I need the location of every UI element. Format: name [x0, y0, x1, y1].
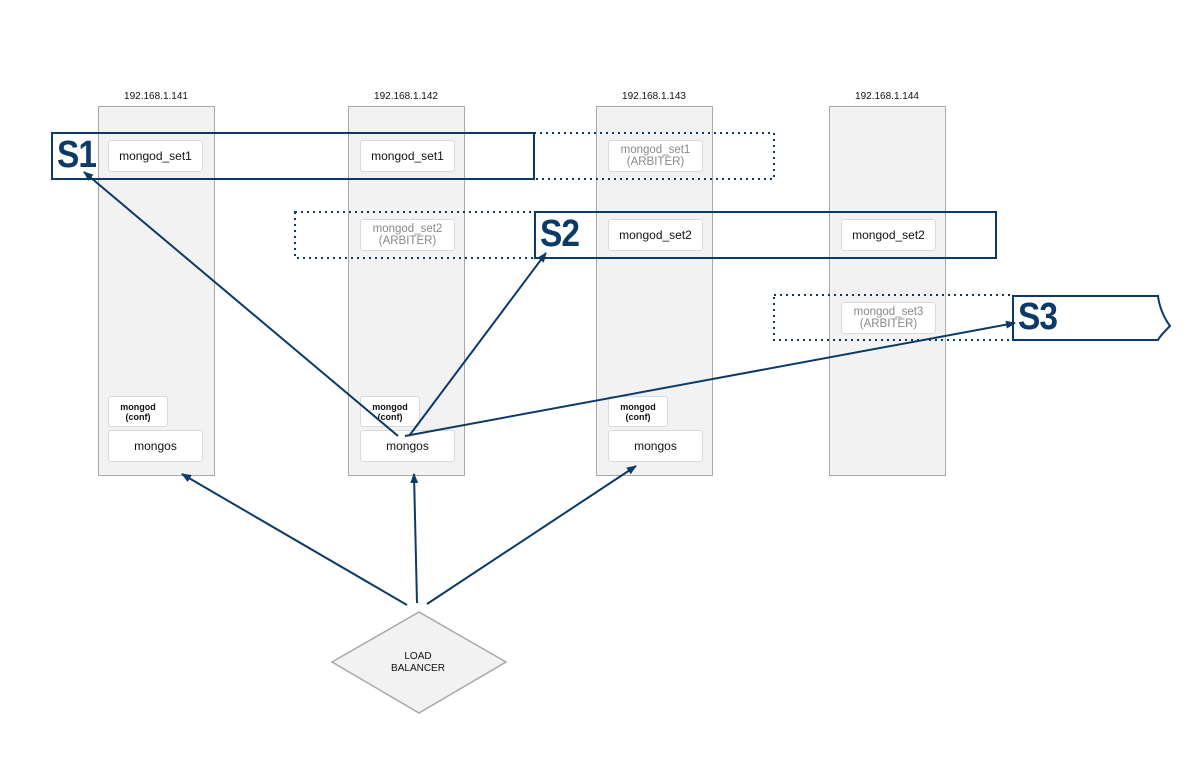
server-ip-141: 192.168.1.141 — [124, 91, 188, 102]
mongod-set2-144: mongod_set2 — [841, 219, 936, 251]
shard-label-s2: S2 — [540, 213, 580, 255]
arrow-lb-to-mongos-143 — [426, 465, 637, 605]
server-ip-142: 192.168.1.142 — [374, 91, 438, 102]
mongos-143: mongos — [608, 430, 703, 462]
server-ip-144: 192.168.1.144 — [855, 91, 919, 102]
server-ip-143: 192.168.1.143 — [622, 91, 686, 102]
mongod-set1-141: mongod_set1 — [108, 140, 203, 172]
mongod-set1-arbiter: mongod_set1(ARBITER) — [608, 140, 703, 172]
shard-label-s1: S1 — [57, 134, 97, 176]
mongod-conf-141: mongod(conf) — [108, 396, 168, 427]
arrow-lb-to-mongos-141 — [181, 473, 408, 606]
server-column-144 — [829, 106, 946, 476]
mongod-set3-arbiter: mongod_set3(ARBITER) — [841, 302, 936, 334]
mongos-141: mongos — [108, 430, 203, 462]
mongod-set2-143: mongod_set2 — [608, 219, 703, 251]
mongos-142: mongos — [360, 430, 455, 462]
shard-label-s3: S3 — [1018, 296, 1058, 338]
mongod-set2-arbiter: mongod_set2(ARBITER) — [360, 219, 455, 251]
mongod-set1-142: mongod_set1 — [360, 140, 455, 172]
mongod-conf-143: mongod(conf) — [608, 396, 668, 427]
mongod-conf-142: mongod(conf) — [360, 396, 420, 427]
arrow-lb-to-mongos-142 — [410, 473, 419, 604]
